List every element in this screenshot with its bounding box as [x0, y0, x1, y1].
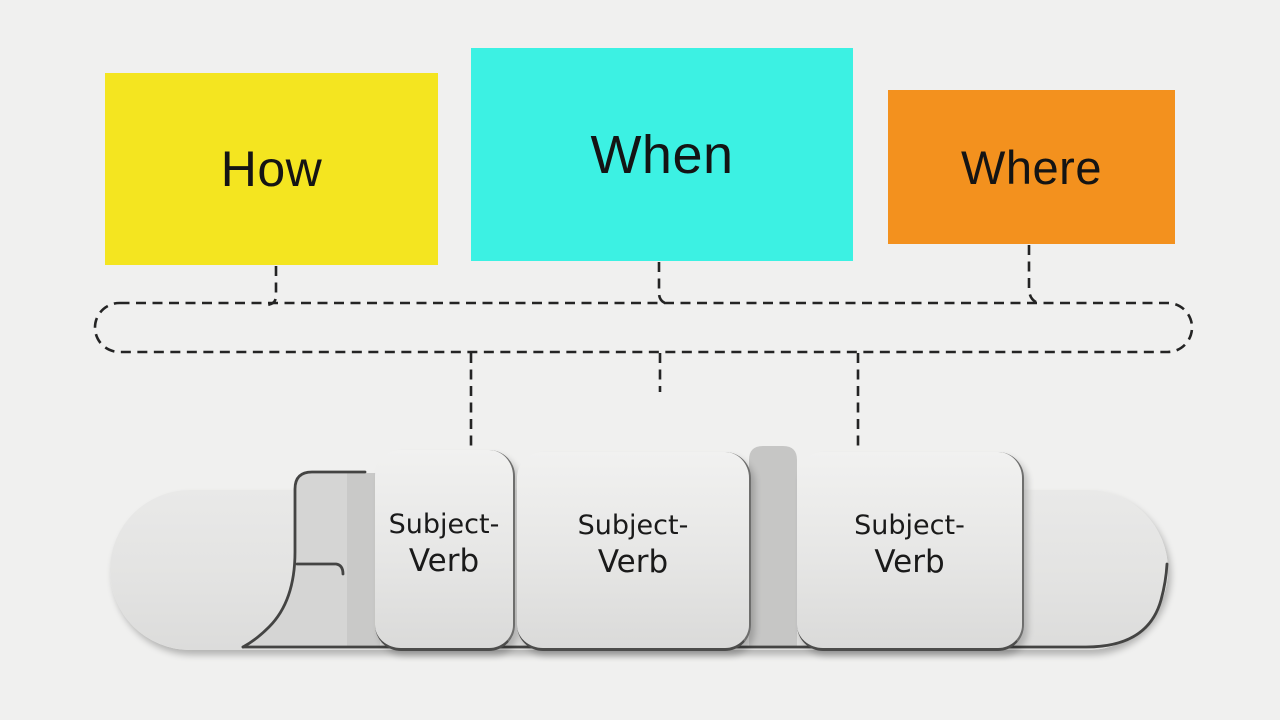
- segment-card-1-text: Subject- Verb: [389, 509, 500, 589]
- where-connector-line: [1027, 245, 1043, 306]
- where-label: Where: [961, 140, 1102, 194]
- when-label: When: [590, 124, 734, 185]
- segment-3-line1: Subject-: [854, 510, 965, 541]
- how-label: How: [220, 141, 323, 197]
- segment-card-1: Subject- Verb: [375, 450, 515, 651]
- segment-card-3-text: Subject- Verb: [854, 510, 965, 590]
- segment-card-2-text: Subject- Verb: [578, 510, 689, 590]
- segment-1-line2: Verb: [408, 543, 480, 579]
- when-connector-line: [657, 262, 669, 306]
- segment-3-line2: Verb: [874, 544, 945, 580]
- segment-card-2: Subject- Verb: [517, 452, 751, 651]
- how-connector-line: [266, 266, 278, 307]
- segment-card-3: Subject- Verb: [797, 452, 1024, 651]
- segment-2-line2: Verb: [597, 544, 669, 580]
- segment-2-line1: Subject-: [577, 510, 689, 541]
- dashed-band: [93, 301, 1194, 354]
- when-box: When: [471, 48, 853, 261]
- how-box: How: [105, 73, 438, 265]
- segment-1-line1: Subject-: [388, 509, 500, 540]
- where-box: Where: [888, 90, 1175, 244]
